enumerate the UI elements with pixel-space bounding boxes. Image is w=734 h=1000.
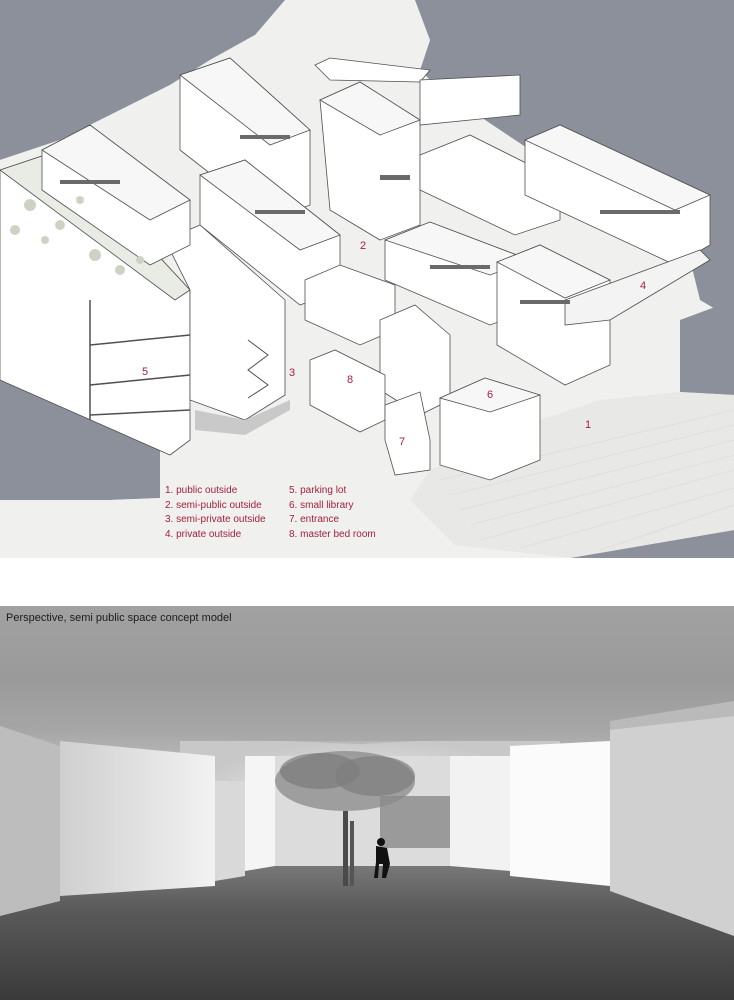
legend-item: 2. semi-public outside	[165, 499, 262, 511]
legend-item: 3. semi-private outside	[165, 514, 266, 525]
block-right-upper	[419, 134, 561, 236]
right-terrace	[564, 249, 711, 326]
parking-slabs	[89, 300, 191, 420]
zone-label-1: 1	[585, 419, 592, 431]
axonometric-diagram: 1 2 3 4 5 6 7 8 1. public outside 2. sem…	[0, 0, 734, 558]
zone-label-7: 7	[399, 436, 406, 448]
legend-item: 7. entrance	[289, 514, 340, 525]
legend-item: 5. parking lot	[289, 485, 347, 496]
public-plaza	[410, 392, 734, 558]
legend: 1. public outside 2. semi-public outside…	[165, 484, 425, 544]
legend-item: 4. private outside	[165, 528, 242, 540]
paving-strip	[195, 400, 290, 435]
block-tall-left-roof	[179, 57, 311, 146]
block-front-right-roof	[496, 244, 611, 299]
stair-symbol	[247, 339, 269, 399]
legend-item: 8. master bed room	[289, 528, 376, 540]
legend-item: 6. small library	[289, 499, 354, 511]
legend-column-left: 1. public outside 2. semi-public outside…	[165, 484, 305, 542]
photo-caption: Perspective, semi public space concept m…	[6, 612, 232, 624]
block-entrance	[384, 391, 431, 476]
zone-label-4: 4	[640, 280, 647, 292]
building-masses	[0, 57, 711, 481]
block-library-roof	[438, 377, 542, 413]
roof-garden	[10, 196, 144, 275]
zone-label-3: 3	[289, 367, 296, 379]
legend-column-right: 5. parking lot 6. small library 7. entra…	[289, 484, 429, 542]
context-block-top-left	[0, 0, 285, 160]
block-far-right-roof	[524, 124, 711, 211]
block-center-roof	[199, 159, 341, 251]
block-back-left-roof	[41, 124, 191, 221]
zone-label-2: 2	[360, 240, 367, 252]
block-stair	[164, 224, 286, 421]
zone-label-8: 8	[347, 374, 354, 386]
window-bands	[60, 135, 680, 304]
block-top-thin	[314, 57, 431, 83]
block-top-right	[419, 74, 521, 126]
person-figure	[374, 838, 390, 878]
context-block-right	[680, 300, 734, 395]
tree	[275, 751, 415, 886]
concept-model-photo	[0, 606, 734, 1000]
photo-render	[0, 606, 734, 1000]
zone-label-6: 6	[487, 389, 494, 401]
legend-item: 1. public outside	[165, 485, 238, 496]
zone-label-5: 5	[142, 366, 149, 378]
axonometric-drawing	[0, 0, 734, 558]
